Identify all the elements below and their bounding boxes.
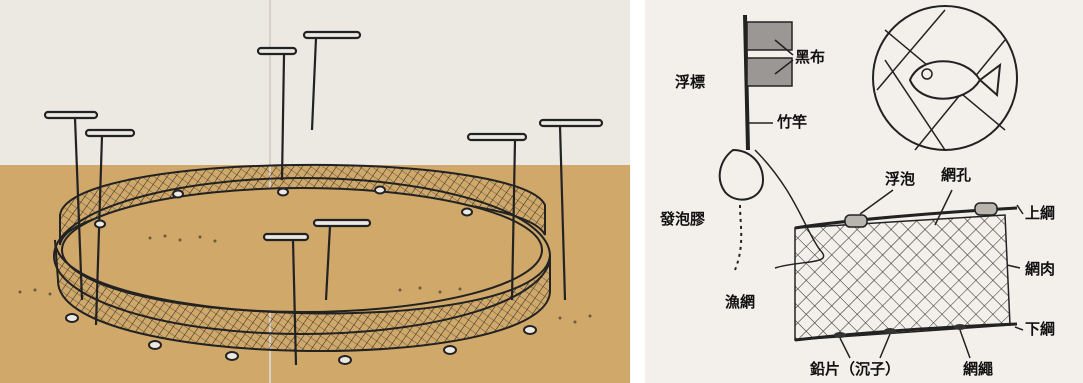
- black-cloth-flag-top: [746, 21, 793, 51]
- label-lead-sinker: 鉛片（沉子）: [810, 360, 901, 378]
- fish-in-mesh-graphic: [872, 5, 1018, 151]
- sand-patches: [18, 234, 592, 324]
- label-net-body: 網肉: [1025, 260, 1056, 278]
- foam-block: [718, 148, 765, 201]
- net-panel-graphic: [794, 189, 1024, 359]
- sinkers: [65, 185, 537, 365]
- label-float-marker: 浮標: [675, 73, 706, 91]
- float-bead-2: [974, 202, 998, 216]
- label-float: 浮泡: [885, 170, 916, 188]
- float-marker-graphic: [718, 14, 825, 271]
- label-foam: 發泡膠: [660, 210, 706, 228]
- net-poles: [43, 30, 604, 366]
- net-floor: [61, 187, 543, 313]
- label-bamboo-pole: 竹竿: [777, 113, 808, 131]
- net-parts-drawing: [718, 5, 1024, 359]
- circular-net-drawing: [0, 0, 630, 383]
- label-top-rope: 上綱: [1025, 204, 1056, 222]
- net-body-mesh: [794, 214, 1011, 341]
- bottom-rope-line: [794, 322, 1018, 342]
- label-bottom-rope: 下綱: [1025, 320, 1056, 338]
- black-cloth-flag-bottom: [746, 57, 793, 87]
- label-mesh: 網孔: [941, 166, 972, 184]
- circular-net-illustration: [0, 0, 630, 383]
- float-bead-1: [844, 214, 868, 228]
- net-parts-diagram: 浮標 黑布 竹竿 發泡膠 浮泡 網孔 上綱 網肉 下綱 漁網 鉛片（沉子） 網繩: [645, 0, 1083, 383]
- label-black-cloth: 黑布: [795, 48, 826, 66]
- label-net-rope: 網繩: [963, 360, 994, 378]
- label-fishing-net: 漁網: [725, 293, 756, 311]
